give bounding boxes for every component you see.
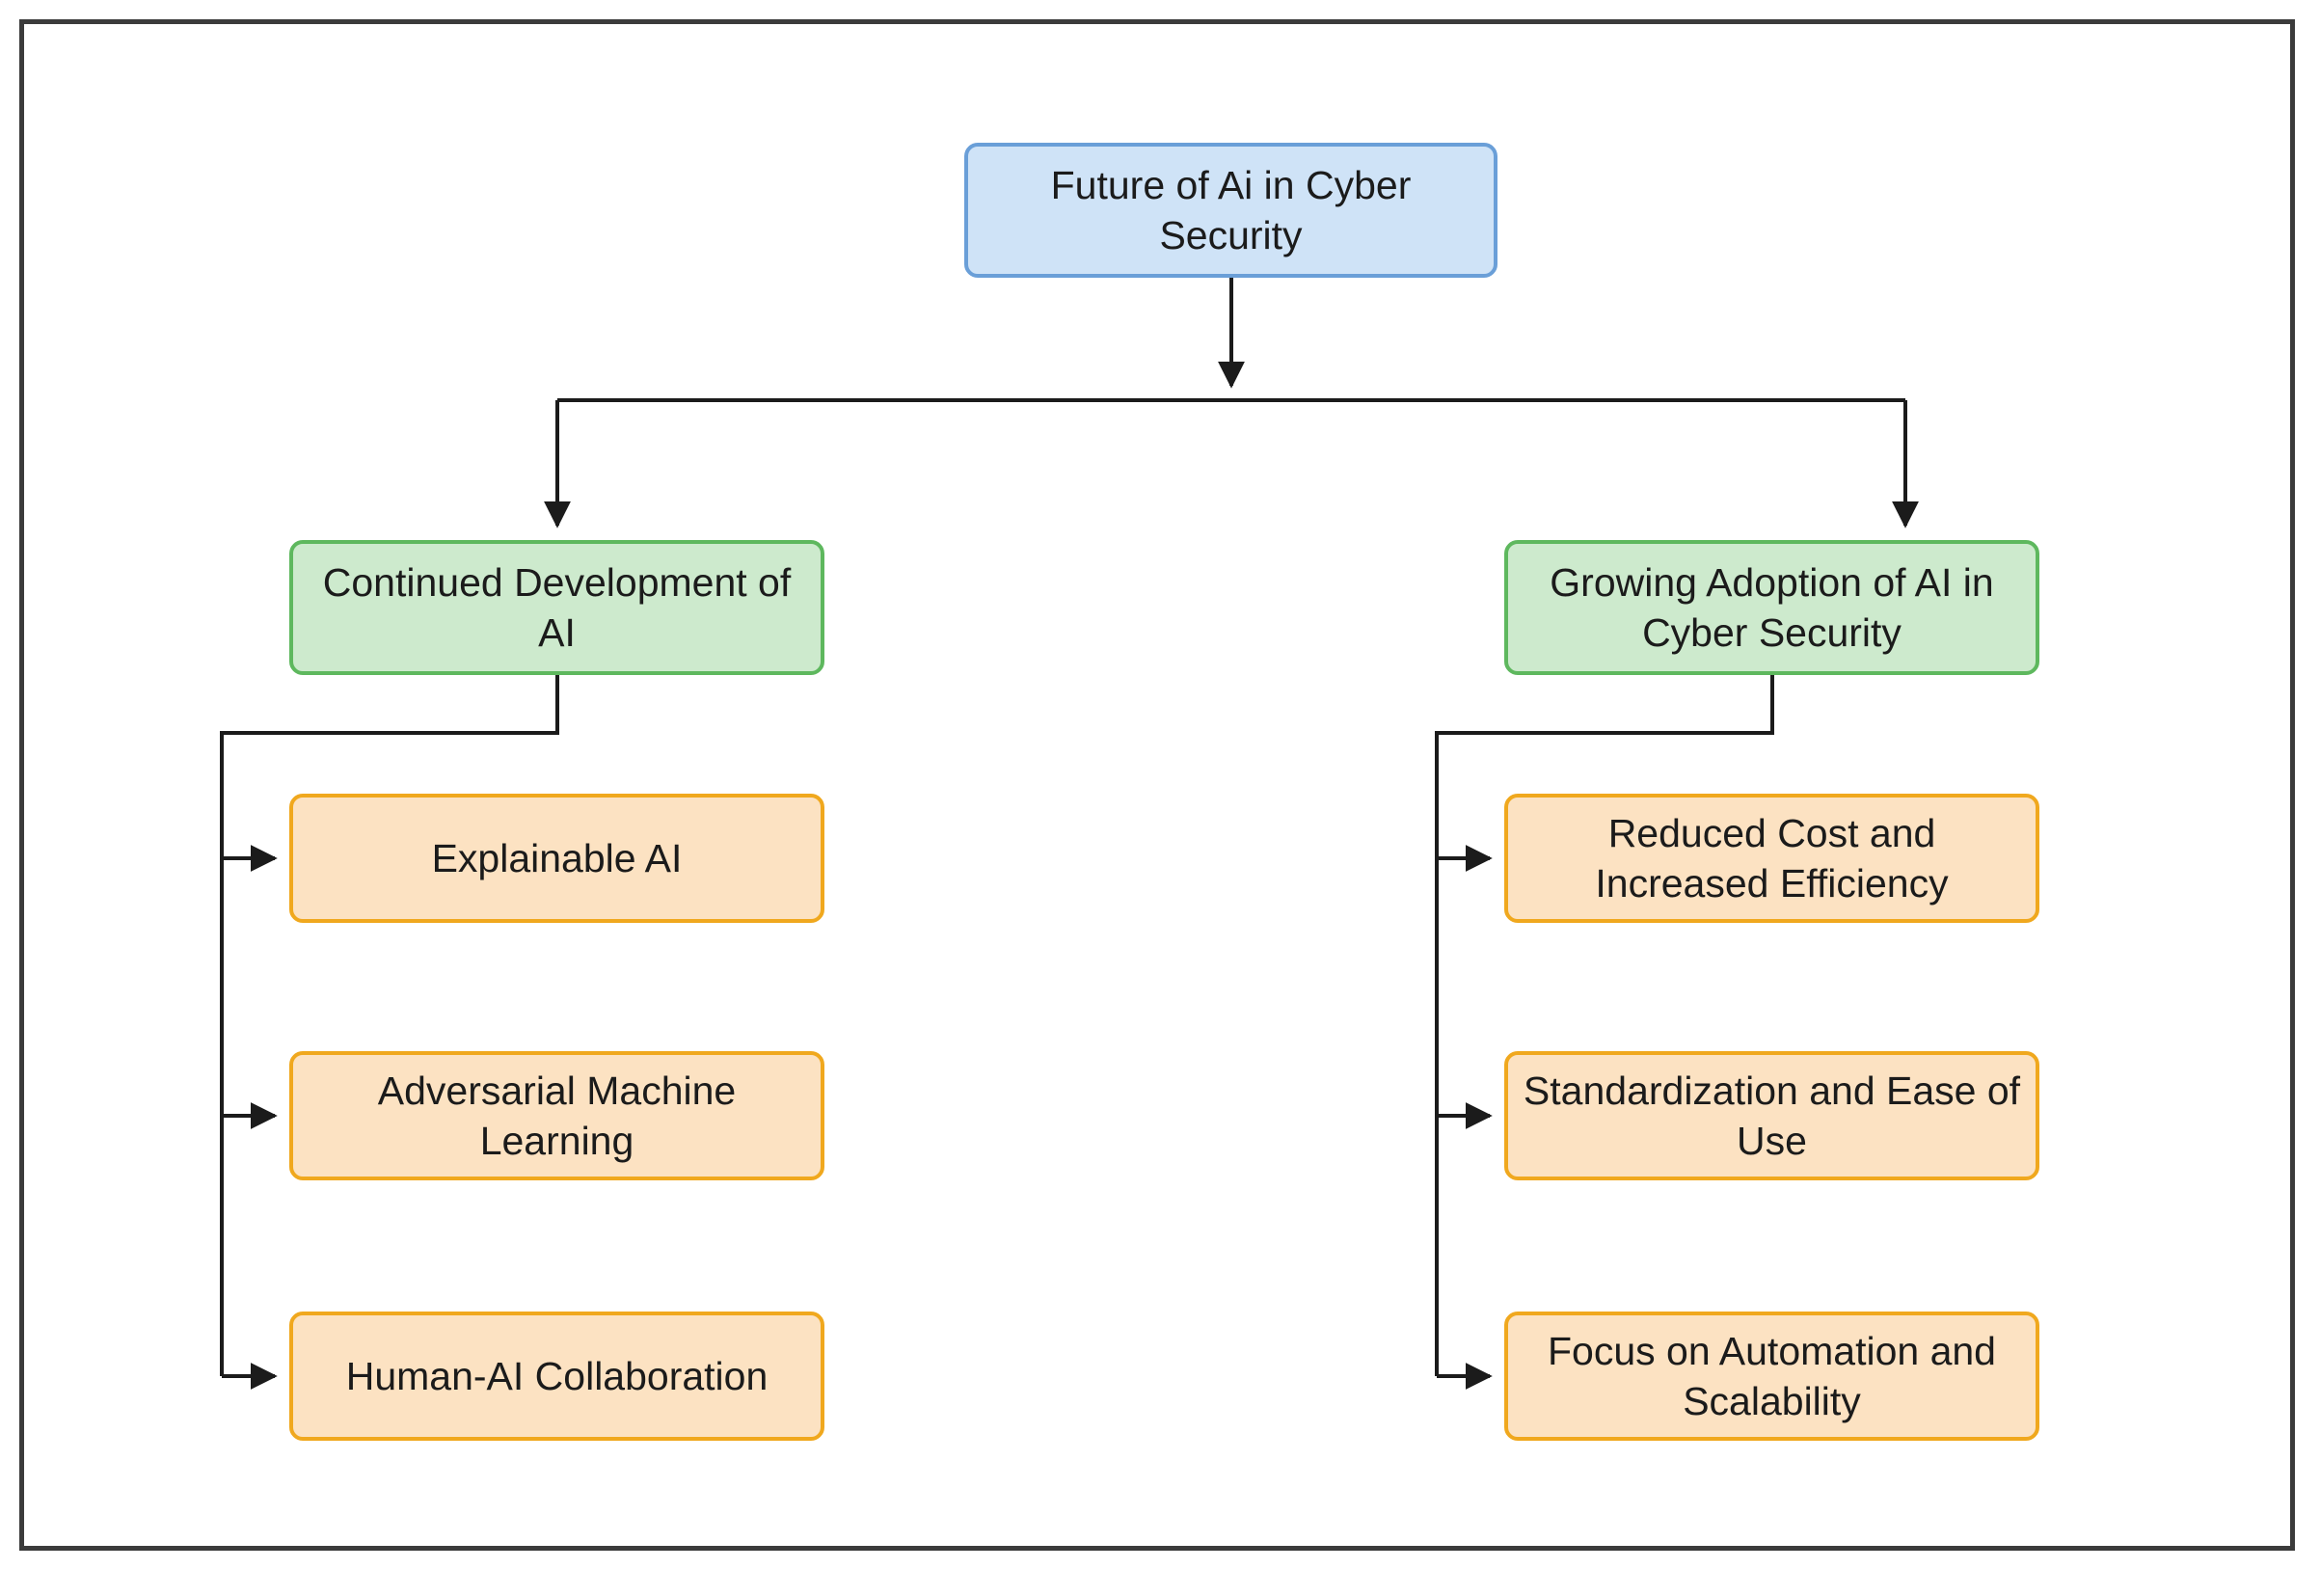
node-root-label: Future of Ai in Cyber Security <box>1050 162 1412 257</box>
node-root[interactable]: Future of Ai in Cyber Security <box>964 143 1497 278</box>
node-branch-0-label: Continued Development of AI <box>322 559 792 655</box>
node-branch-1-label: Growing Adoption of AI in Cyber Security <box>1550 559 1994 655</box>
node-leaf-focus-on-automation-and-scalability[interactable]: Focus on Automation and Scalability <box>1504 1312 2039 1441</box>
node-leaf-0-2-label: Human-AI Collaboration <box>345 1353 769 1398</box>
node-leaf-reduced-cost-and-increased-efficiency[interactable]: Reduced Cost and Increased Efficiency <box>1504 794 2039 923</box>
node-leaf-1-0-label: Reduced Cost and Increased Efficiency <box>1595 810 1949 906</box>
node-leaf-0-1-label: Adversarial Machine Learning <box>377 1068 737 1163</box>
node-leaf-explainable-ai[interactable]: Explainable AI <box>289 794 824 923</box>
edge-branch-1-trunk <box>1435 675 1774 1376</box>
node-branch-growing-adoption-of-ai-in-cyber-security[interactable]: Growing Adoption of AI in Cyber Security <box>1504 540 2039 675</box>
node-branch-continued-development-of-ai[interactable]: Continued Development of AI <box>289 540 824 675</box>
node-leaf-0-0-label: Explainable AI <box>431 835 683 880</box>
node-leaf-1-2-label: Focus on Automation and Scalability <box>1548 1328 1996 1423</box>
node-leaf-human-ai-collaboration[interactable]: Human-AI Collaboration <box>289 1312 824 1441</box>
node-leaf-standardization-and-ease-of-use[interactable]: Standardization and Ease of Use <box>1504 1051 2039 1180</box>
node-leaf-1-1-label: Standardization and Ease of Use <box>1523 1068 2021 1163</box>
edge-branch-0-trunk <box>220 675 559 1376</box>
node-leaf-adversarial-machine-learning[interactable]: Adversarial Machine Learning <box>289 1051 824 1180</box>
